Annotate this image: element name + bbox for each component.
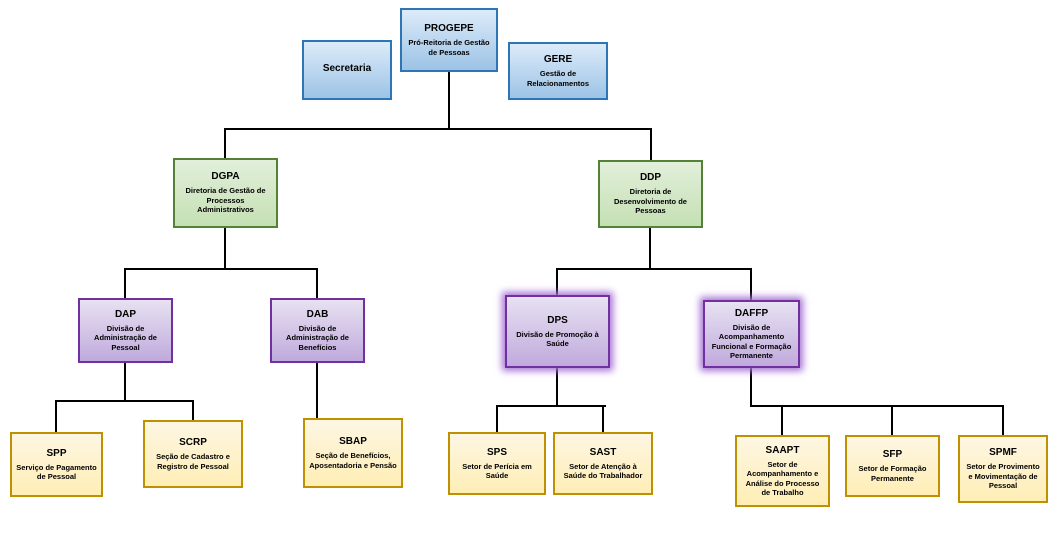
connector-rail-dgpa (124, 268, 318, 270)
node-title: Secretaria (322, 62, 372, 74)
connector-dab-sbap (316, 363, 318, 418)
connector-rail-ddp (556, 268, 752, 270)
node-subtitle: Setor de Acompanhamento e Análise do Pro… (745, 459, 820, 497)
connector-progepe-down (448, 72, 450, 128)
node-subtitle: Pró-Reitoria de Gestão de Pessoas (408, 38, 490, 57)
node-subtitle: Setor de Provimento e Movimentação de Pe… (966, 462, 1040, 491)
org-node-sps: SPS Setor de Perícia em Saúde (448, 432, 546, 495)
org-node-sast: SAST Setor de Atenção à Saúde do Trabalh… (553, 432, 653, 495)
node-title: DDP (639, 172, 662, 184)
node-title: SAST (589, 446, 617, 458)
org-node-sbap: SBAP Seção de Benefícios, Aposentadoria … (303, 418, 403, 488)
connector-sast-up (602, 405, 604, 432)
connector-scrp-up (192, 400, 194, 420)
node-title: SPMF (989, 447, 1017, 459)
org-node-spmf: SPMF Setor de Provimento e Movimentação … (958, 435, 1048, 503)
node-title: SPP (46, 447, 67, 459)
node-title: DGPA (211, 171, 240, 183)
org-node-dab: DAB Divisão de Administração de Benefíci… (270, 298, 365, 363)
node-subtitle: Setor de Perícia em Saúde (462, 461, 532, 480)
node-subtitle: Diretoria de Gestão de Processos Adminis… (185, 186, 266, 215)
node-title: SCRP (179, 437, 207, 449)
connector-rail-daffp (750, 405, 1004, 407)
node-title: DAP (114, 308, 137, 320)
connector-daffp-down (750, 368, 752, 405)
connector-dgpa-up (224, 128, 226, 158)
connector-dgpa-down (224, 228, 226, 268)
org-node-daffp: DAFFP Divisão de Acompanhamento Funciona… (703, 300, 800, 368)
connector-dps-up (556, 268, 558, 295)
connector-daffp-up (750, 268, 752, 300)
connector-rail-level1 (224, 128, 652, 130)
node-subtitle: Diretoria de Desenvolvimento de Pessoas (614, 187, 687, 216)
org-node-secretaria: Secretaria (302, 40, 392, 100)
node-title: SFP (882, 449, 903, 461)
connector-saapt-up (781, 405, 783, 435)
connector-sfp-up (891, 405, 893, 435)
node-title: DAB (306, 308, 329, 320)
node-subtitle: Gestão de Relacionamentos (526, 69, 590, 88)
node-title: SAAPT (765, 444, 800, 456)
org-node-dgpa: DGPA Diretoria de Gestão de Processos Ad… (173, 158, 278, 228)
node-subtitle: Setor de Formação Permanente (858, 464, 927, 483)
node-subtitle: Seção de Cadastro e Registro de Pessoal (156, 452, 230, 471)
node-title: SPS (486, 446, 507, 458)
connector-ddp-up (650, 128, 652, 160)
org-node-sfp: SFP Setor de Formação Permanente (845, 435, 940, 497)
connector-sps-up (496, 405, 498, 432)
node-subtitle: Divisão de Acompanhamento Funcional e Fo… (711, 322, 792, 360)
node-subtitle: Setor de Atenção à Saúde do Trabalhador (563, 461, 643, 480)
node-title: PROGEPE (424, 23, 474, 35)
org-node-ddp: DDP Diretoria de Desenvolvimento de Pess… (598, 160, 703, 228)
node-title: DAFFP (734, 307, 769, 319)
connector-dab-up (316, 268, 318, 298)
connector-spmf-up (1002, 405, 1004, 435)
node-subtitle: Divisão de Promoção à Saúde (516, 329, 599, 348)
org-node-dps: DPS Divisão de Promoção à Saúde (505, 295, 610, 368)
node-subtitle: Divisão de Administração de Benefícios (286, 323, 349, 352)
connector-rail-dps (496, 405, 606, 407)
node-subtitle: Seção de Benefícios, Aposentadoria e Pen… (309, 451, 397, 470)
connector-spp-up (55, 400, 57, 432)
org-node-spp: SPP Serviço de Pagamento de Pessoal (10, 432, 103, 497)
org-node-progepe: PROGEPE Pró-Reitoria de Gestão de Pessoa… (400, 8, 498, 72)
node-title: DPS (547, 314, 568, 326)
connector-dap-down (124, 363, 126, 400)
org-node-gere: GERE Gestão de Relacionamentos (508, 42, 608, 100)
connector-ddp-down (649, 228, 651, 268)
node-title: GERE (543, 54, 573, 66)
connector-dap-up (124, 268, 126, 298)
org-node-scrp: SCRP Seção de Cadastro e Registro de Pes… (143, 420, 243, 488)
connector-rail-dap (55, 400, 194, 402)
org-node-saapt: SAAPT Setor de Acompanhamento e Análise … (735, 435, 830, 507)
connector-dps-down (556, 368, 558, 405)
org-node-dap: DAP Divisão de Administração de Pessoal (78, 298, 173, 363)
node-subtitle: Divisão de Administração de Pessoal (94, 323, 157, 352)
node-title: SBAP (339, 436, 367, 448)
node-subtitle: Serviço de Pagamento de Pessoal (16, 462, 97, 481)
